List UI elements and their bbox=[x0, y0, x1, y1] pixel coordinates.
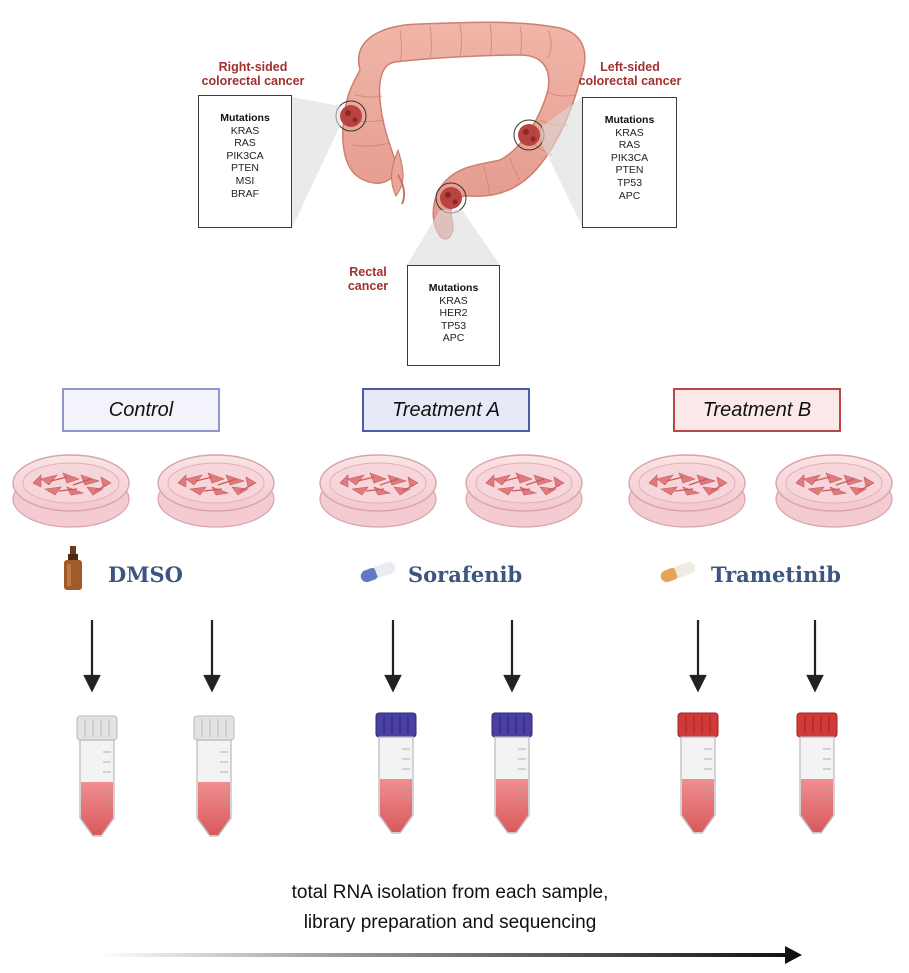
petri-dish bbox=[12, 454, 130, 528]
mutation-item: PIK3CA bbox=[610, 151, 649, 164]
down-arrow-icon bbox=[503, 620, 521, 693]
title-line: colorectal cancer bbox=[201, 74, 305, 88]
centrifuge-tube bbox=[375, 712, 417, 834]
centrifuge-tube bbox=[76, 715, 118, 837]
down-arrow-icon bbox=[806, 620, 824, 693]
title-line: Right-sided bbox=[218, 60, 288, 74]
group-label-control: Control bbox=[62, 388, 220, 432]
title-line: Rectal bbox=[349, 265, 387, 279]
mutation-item: MSI bbox=[235, 174, 255, 187]
drug-label-trametinib: Trametinib bbox=[711, 562, 841, 587]
mutation-item: KRAS bbox=[615, 126, 644, 139]
process-description: total RNA isolation from each sample, li… bbox=[150, 878, 750, 938]
mutation-item: TP53 bbox=[616, 176, 643, 189]
capsule-icon bbox=[660, 561, 696, 583]
dropper-bottle-icon bbox=[64, 546, 82, 590]
mutations-heading: Mutations bbox=[604, 114, 655, 126]
down-arrow-icon bbox=[384, 620, 402, 693]
rectal-cancer-title: Rectal cancer bbox=[336, 265, 400, 293]
petri-dish bbox=[319, 454, 437, 528]
petri-dish bbox=[628, 454, 746, 528]
capsule-icon bbox=[360, 561, 396, 583]
process-line: total RNA isolation from each sample, bbox=[291, 882, 609, 903]
petri-dish bbox=[775, 454, 893, 528]
centrifuge-tube bbox=[796, 712, 838, 834]
petri-dishes bbox=[12, 454, 893, 528]
right-sided-mutations-box: Mutations KRAS RAS PIK3CA PTEN MSI BRAF bbox=[198, 95, 292, 228]
right-sided-cancer-title: Right-sided colorectal cancer bbox=[188, 60, 318, 88]
down-arrow-icon bbox=[689, 620, 707, 693]
group-label-treatment-b: Treatment B bbox=[673, 388, 841, 432]
down-arrows bbox=[83, 620, 824, 693]
mutations-heading: Mutations bbox=[428, 282, 479, 294]
mutation-item: PTEN bbox=[230, 162, 259, 175]
tubes bbox=[76, 712, 838, 837]
mutation-item: PIK3CA bbox=[226, 149, 264, 162]
mutation-item: RAS bbox=[618, 139, 641, 152]
mutation-item: APC bbox=[618, 189, 641, 202]
left-sided-cancer-title: Left-sided colorectal cancer bbox=[566, 60, 694, 88]
title-line: colorectal cancer bbox=[578, 74, 682, 88]
down-arrow-icon bbox=[203, 620, 221, 693]
mutation-item: TP53 bbox=[440, 319, 467, 332]
left-sided-mutations-box: Mutations KRAS RAS PIK3CA PTEN TP53 APC bbox=[582, 97, 677, 228]
title-line: Left-sided bbox=[600, 60, 660, 74]
mutation-item: APC bbox=[442, 332, 465, 345]
rectal-mutations-box: Mutations KRAS HER2 TP53 APC bbox=[407, 265, 500, 366]
mutation-item: PTEN bbox=[615, 164, 644, 177]
mutation-item: BRAF bbox=[230, 187, 259, 200]
mutation-item: HER2 bbox=[439, 307, 468, 320]
process-arrow bbox=[100, 946, 802, 964]
mutation-item: KRAS bbox=[230, 124, 260, 137]
petri-dish bbox=[465, 454, 583, 528]
down-arrow-icon bbox=[83, 620, 101, 693]
centrifuge-tube bbox=[677, 712, 719, 834]
mutations-heading: Mutations bbox=[220, 112, 270, 124]
centrifuge-tube bbox=[193, 715, 235, 837]
process-line: library preparation and sequencing bbox=[303, 912, 597, 933]
drug-label-dmso: DMSO bbox=[108, 562, 183, 587]
mutation-item: KRAS bbox=[439, 294, 468, 307]
petri-dish bbox=[157, 454, 275, 528]
title-line: cancer bbox=[347, 279, 389, 293]
drug-label-sorafenib: Sorafenib bbox=[408, 562, 523, 587]
mutation-item: RAS bbox=[234, 137, 256, 150]
centrifuge-tube bbox=[491, 712, 533, 834]
group-label-treatment-a: Treatment A bbox=[362, 388, 530, 432]
colon-illustration bbox=[292, 21, 586, 265]
